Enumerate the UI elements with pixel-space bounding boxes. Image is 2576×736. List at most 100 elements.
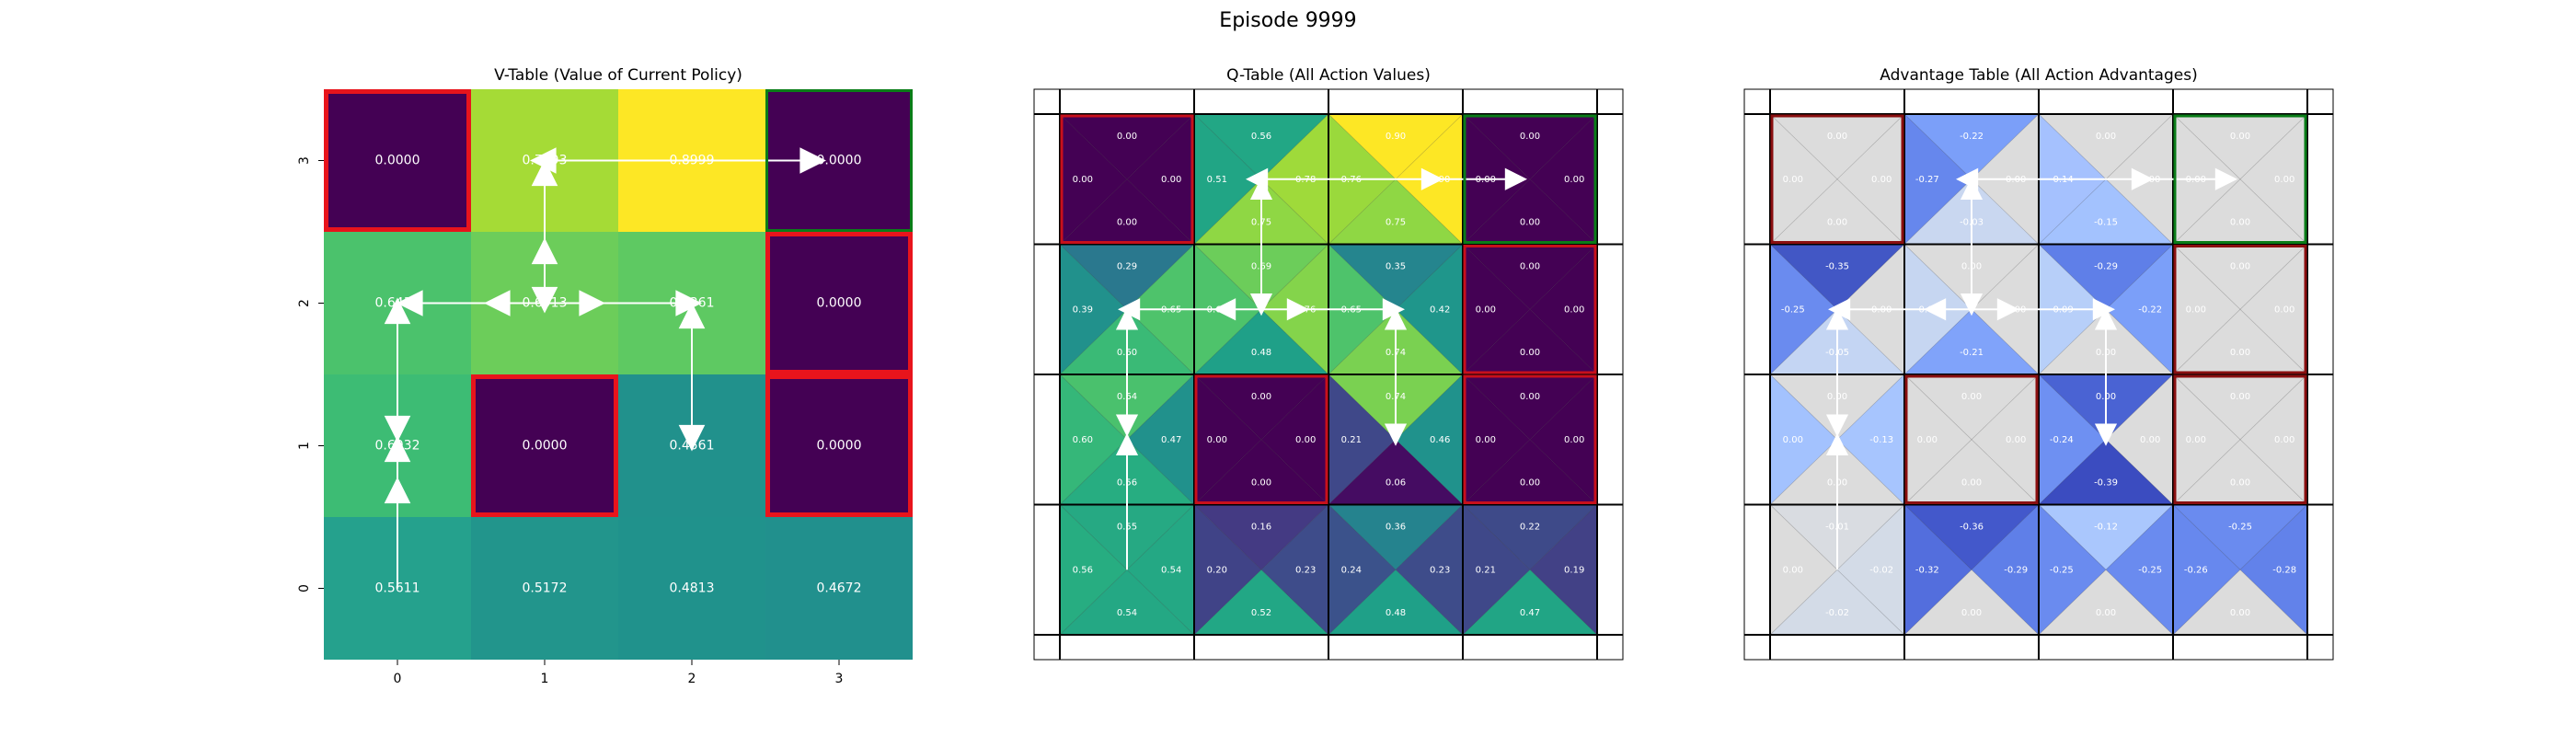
- q-value-up: 0.36: [1386, 523, 1406, 533]
- diag: [1193, 504, 1329, 636]
- policy-arrow-head: [675, 290, 702, 316]
- q-value-right: 0.76: [1295, 305, 1316, 315]
- q-value-left: 0.20: [1207, 565, 1227, 575]
- q-triangle-right: [1837, 114, 1904, 245]
- q-value-up: 0.00: [1961, 262, 1982, 272]
- q-triangle-up: [1463, 114, 1597, 179]
- hole-border: [2173, 245, 2307, 374]
- q-triangle-down: [1463, 439, 1597, 505]
- q-triangle-right: [1127, 504, 1194, 635]
- q-triangle-up: [2173, 374, 2307, 440]
- q-triangle-left: [1770, 374, 1837, 505]
- q-triangle-left: [1060, 504, 1127, 635]
- q-triangle-down: [2173, 309, 2307, 374]
- q-triangle-down: [1770, 178, 1904, 245]
- policy-arrow-head: [2094, 423, 2118, 446]
- policy-arrow-head: [530, 147, 557, 174]
- q-value-left: -0.32: [1915, 565, 1939, 575]
- q-value-left: 0.00: [1783, 435, 1803, 445]
- q-triangle-down: [1328, 439, 1463, 505]
- hole-border: [471, 374, 618, 517]
- q-value-left: -0.26: [2184, 565, 2208, 575]
- diag: [1462, 113, 1598, 245]
- q-value-down: 0.06: [1386, 477, 1406, 488]
- policy-arrow-head: [2131, 167, 2154, 190]
- q-triangle-right: [1396, 504, 1463, 635]
- q-value-up: 0.00: [1827, 132, 1847, 142]
- q-triangle-up: [1904, 114, 2039, 179]
- q-value-right: 0.19: [1564, 565, 1584, 575]
- q-value-left: 0.00: [1917, 435, 1938, 445]
- q-triangle-left: [1194, 114, 1261, 245]
- q-value-right: 0.65: [1161, 305, 1181, 315]
- v-cell-value: 0.0000: [523, 439, 568, 454]
- v-cell-value: 0.7793: [523, 154, 568, 168]
- q-triangle-right: [1261, 374, 1328, 505]
- policy-arrow-head: [1286, 298, 1309, 321]
- diag: [1328, 504, 1464, 636]
- q-value-left: 0.56: [1073, 565, 1093, 575]
- q-value-left: 0.21: [1476, 565, 1496, 575]
- q-value-down: 0.00: [2230, 477, 2250, 488]
- y-tick-label: 2: [297, 299, 312, 307]
- policy-arrow-head: [397, 290, 423, 316]
- q-value-right: 0.42: [1430, 305, 1450, 315]
- diag: [1193, 374, 1329, 505]
- q-triangle-right: [2240, 244, 2307, 374]
- policy-arrow-head: [384, 477, 411, 504]
- q-triangle-up: [1904, 374, 2039, 440]
- x-tick-label: 2: [688, 672, 696, 686]
- diag: [1328, 504, 1464, 636]
- q-value-down: 0.00: [1251, 477, 1271, 488]
- q-triangle-left: [1194, 504, 1261, 635]
- q-value-down: 0.48: [1251, 348, 1271, 358]
- q-value-left: -0.14: [2050, 175, 2074, 185]
- v-cell-value: 0.0000: [817, 154, 862, 168]
- q-triangle-left: [1770, 244, 1837, 374]
- policy-arrow-head: [1115, 432, 1139, 455]
- q-triangle-down: [1463, 178, 1597, 245]
- goal-border: [765, 89, 913, 232]
- q-value-left: -0.09: [2050, 305, 2074, 315]
- q-triangle-down: [1060, 178, 1194, 245]
- q-value-down: 0.00: [1827, 477, 1847, 488]
- q-value-down: 0.00: [2230, 348, 2250, 358]
- q-triangle-right: [1261, 504, 1328, 635]
- q-triangle-left: [2039, 504, 2106, 635]
- hole-border: [2173, 374, 2307, 504]
- q-table-panel-title: Q-Table (All Action Values): [1226, 66, 1431, 85]
- q-triangle-right: [1972, 504, 2039, 635]
- q-triangle-down: [2173, 178, 2307, 245]
- policy-arrow-head: [1115, 414, 1139, 437]
- q-triangle-right: [1530, 244, 1597, 374]
- q-triangle-down: [1463, 309, 1597, 374]
- q-value-up: 0.56: [1251, 132, 1271, 142]
- q-value-up: 0.00: [2230, 392, 2250, 402]
- q-triangle-up: [1194, 504, 1328, 570]
- q-triangle-right: [1127, 374, 1194, 505]
- q-triangle-down: [2039, 178, 2173, 245]
- policy-arrow-head: [2214, 167, 2237, 190]
- q-value-right: 0.90: [1430, 175, 1450, 185]
- q-triangle-down: [1463, 569, 1597, 635]
- diag: [2172, 113, 2308, 245]
- q-value-up: 0.00: [1251, 392, 1271, 402]
- q-triangle-up: [2039, 244, 2173, 310]
- q-triangle-right: [1530, 374, 1597, 505]
- v-cell: [765, 517, 913, 660]
- y-tick-label: 1: [297, 442, 312, 450]
- q-value-up: 0.74: [1386, 392, 1406, 402]
- q-value-down: 0.00: [2096, 608, 2116, 618]
- figure-title: Episode 9999: [1219, 9, 1357, 32]
- x-tick-label: 0: [394, 672, 402, 686]
- q-value-down: 0.00: [1117, 217, 1137, 227]
- q-value-left: 0.00: [1073, 175, 1093, 185]
- q-triangle-up: [1060, 244, 1194, 310]
- policy-arrow-head: [1115, 307, 1139, 330]
- goal-border: [1463, 114, 1597, 244]
- q-value-left: 0.00: [1783, 565, 1803, 575]
- q-value-down: 0.56: [1117, 477, 1137, 488]
- q-value-up: 0.00: [1117, 132, 1137, 142]
- q-triangle-right: [1396, 374, 1463, 505]
